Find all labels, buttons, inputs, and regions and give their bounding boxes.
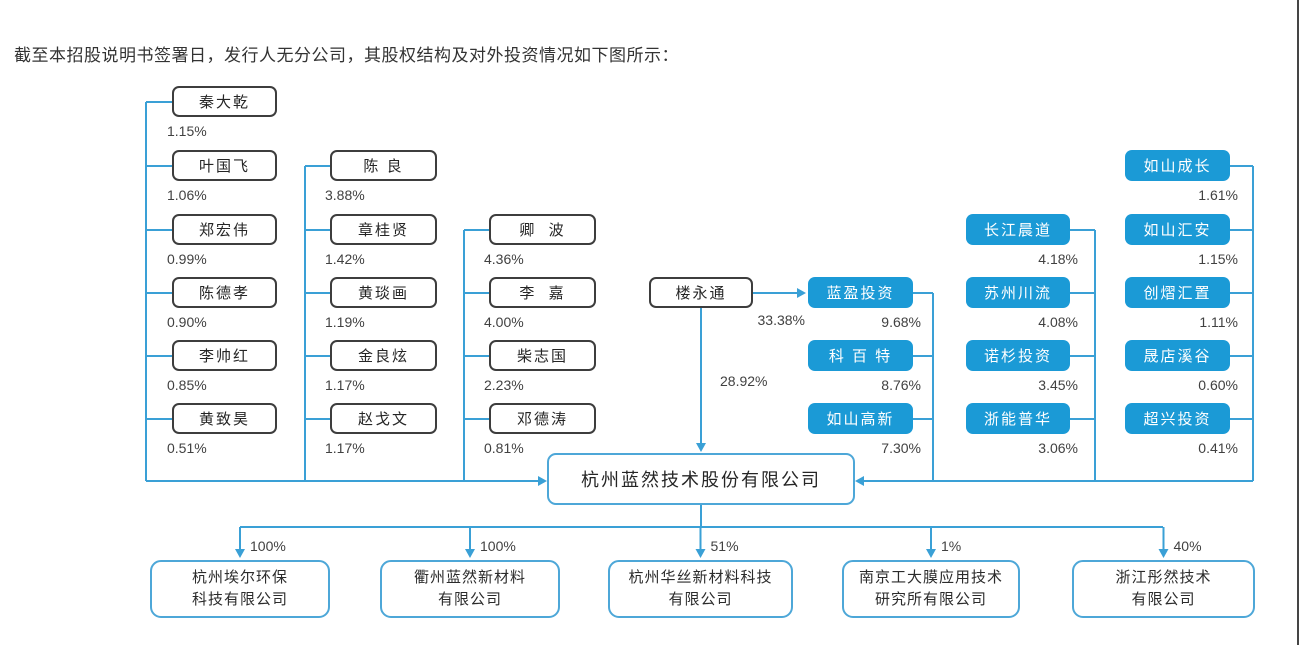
ownership-pct-3-0: 9.68% (881, 314, 921, 330)
subsidiary-name-line: 有限公司 (1131, 591, 1196, 608)
shareholder-box-0-0: 秦大乾 (172, 86, 277, 117)
subsidiary-box-4: 浙江彤然技术有限公司 (1072, 560, 1255, 618)
shareholder-box-4-2: 诺杉投资 (966, 340, 1070, 371)
shareholder-box-2-2: 柴志国 (489, 340, 596, 371)
ownership-pct-4-2: 3.45% (1038, 377, 1078, 393)
shareholder-box-5-2: 创熠汇置 (1125, 277, 1230, 308)
subsidiary-name-line: 有限公司 (437, 591, 502, 608)
shareholder-box-1-2: 黄琰画 (330, 277, 437, 308)
subsidiary-name-line: 研究所有限公司 (874, 591, 987, 608)
shareholder-box-0-4: 李帅红 (172, 340, 277, 371)
page-heading: 截至本招股说明书签署日，发行人无分公司，其股权结构及对外投资情况如下图所示： (14, 46, 679, 65)
subsidiary-name-line: 衢州蓝然新材料 (413, 569, 526, 587)
ownership-pct-1-0: 3.88% (325, 187, 365, 203)
ownership-pct-1-1: 1.42% (325, 251, 365, 267)
shareholder-box-1-3: 金良炫 (330, 340, 437, 371)
ownership-pct-1-3: 1.17% (325, 377, 365, 393)
ownership-pct-0-0: 1.15% (167, 123, 207, 139)
ownership-pct-2-0: 4.36% (484, 251, 524, 267)
shareholder-box-0-2: 郑宏伟 (172, 214, 277, 245)
shareholder-box-3-0: 蓝盈投资 (808, 277, 913, 308)
subsidiary-name-line: 有限公司 (668, 591, 733, 608)
lou-to-company-pct-label: 28.92% (720, 373, 768, 389)
ownership-pct-4-0: 4.18% (1038, 251, 1078, 267)
ownership-pct-2-2: 2.23% (484, 377, 524, 393)
page-right-border (1297, 0, 1299, 645)
shareholder-box-3-2: 如山高新 (808, 403, 913, 434)
shareholder-box-0-1: 叶国飞 (172, 150, 277, 181)
ownership-pct-0-5: 0.51% (167, 440, 207, 456)
shareholder-box-1-0: 陈 良 (330, 150, 437, 181)
subsidiary-name-line: 科技有限公司 (191, 591, 288, 608)
shareholder-box-5-3: 晟店溪谷 (1125, 340, 1230, 371)
subsidiary-name-line: 浙江彤然技术 (1115, 569, 1212, 587)
shareholder-box-1-4: 赵戈文 (330, 403, 437, 434)
subsidiary-name-line: 南京工大膜应用技术 (858, 569, 1003, 587)
ownership-pct-4-3: 3.06% (1038, 440, 1078, 456)
shareholder-box-3-1: 科 百 特 (808, 340, 913, 371)
ownership-pct-0-1: 1.06% (167, 187, 207, 203)
shareholder-box-2-3: 邓德涛 (489, 403, 596, 434)
subsidiary-box-0: 杭州埃尔环保科技有限公司 (150, 560, 330, 618)
ownership-pct-5-0: 1.61% (1198, 187, 1238, 203)
subsidiary-pct-0: 100% (250, 538, 286, 554)
subsidiary-box-1: 衢州蓝然新材料有限公司 (380, 560, 560, 618)
ownership-pct-1-2: 1.19% (325, 314, 365, 330)
shareholder-box-1-1: 章桂贤 (330, 214, 437, 245)
shareholder-box-2-1: 李 嘉 (489, 277, 596, 308)
ownership-pct-0-3: 0.90% (167, 314, 207, 330)
shareholder-box-2-0: 卿 波 (489, 214, 596, 245)
lou-to-lanying-pct-label: 33.38% (757, 312, 805, 328)
subsidiary-name-line: 杭州埃尔环保 (191, 569, 288, 587)
ownership-pct-5-2: 1.11% (1199, 314, 1238, 330)
shareholder-box-0-3: 陈德孝 (172, 277, 277, 308)
ownership-pct-5-3: 0.60% (1198, 377, 1238, 393)
ownership-pct-3-1: 8.76% (881, 377, 921, 393)
ownership-pct-4-1: 4.08% (1038, 314, 1078, 330)
subsidiary-pct-2: 51% (710, 538, 739, 554)
shareholder-box-5-0: 如山成长 (1125, 150, 1230, 181)
ownership-pct-5-4: 0.41% (1198, 440, 1238, 456)
shareholder-box-5-4: 超兴投资 (1125, 403, 1230, 434)
shareholder-box-0-5: 黄致昊 (172, 403, 277, 434)
subsidiary-pct-1: 100% (480, 538, 516, 554)
shareholder-box-louyongtong: 楼永通 (649, 277, 753, 308)
shareholder-box-5-1: 如山汇安 (1125, 214, 1230, 245)
shareholder-box-4-1: 苏州川流 (966, 277, 1070, 308)
ownership-pct-1-4: 1.17% (325, 440, 365, 456)
ownership-pct-2-3: 0.81% (484, 440, 524, 456)
ownership-pct-0-4: 0.85% (167, 377, 207, 393)
subsidiary-box-3: 南京工大膜应用技术研究所有限公司 (842, 560, 1020, 618)
ownership-pct-0-2: 0.99% (167, 251, 207, 267)
ownership-pct-5-1: 1.15% (1198, 251, 1238, 267)
subsidiary-pct-4: 40% (1173, 538, 1202, 554)
shareholder-box-4-0: 长江晨道 (966, 214, 1070, 245)
subsidiary-pct-3: 1% (941, 538, 962, 554)
shareholder-box-4-3: 浙能普华 (966, 403, 1070, 434)
subsidiary-box-2: 杭州华丝新材料科技有限公司 (608, 560, 793, 618)
subsidiary-name-line: 杭州华丝新材料科技 (628, 569, 773, 587)
ownership-pct-3-2: 7.30% (881, 440, 921, 456)
issuer-company-box: 杭州蓝然技术股份有限公司 (547, 453, 855, 505)
ownership-pct-2-1: 4.00% (484, 314, 524, 330)
